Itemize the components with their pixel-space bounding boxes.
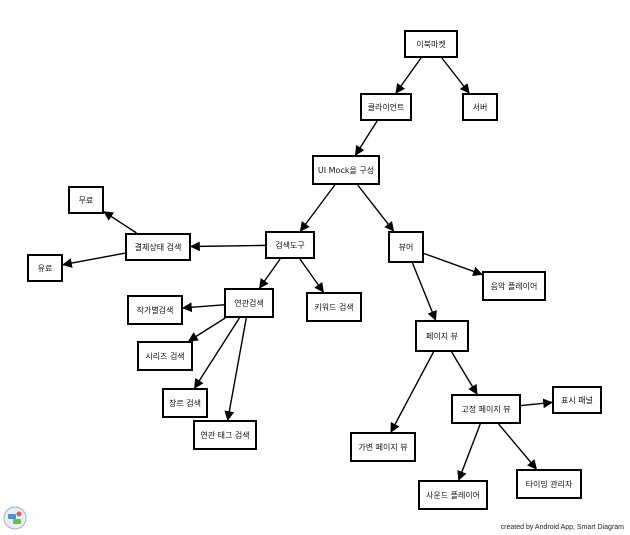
edge-fixed-page-view-to-timing-manager xyxy=(498,423,538,470)
edge-payment-search-to-paid xyxy=(62,252,126,268)
node-payment-search[interactable]: 결제상태 검색 xyxy=(125,233,191,261)
node-client[interactable]: 클라이언트 xyxy=(360,93,412,121)
edges-layer xyxy=(62,57,553,481)
node-free[interactable]: 무료 xyxy=(68,186,104,214)
node-fixed-page-view[interactable]: 고정 페이지 뷰 xyxy=(451,394,521,424)
edge-related-search-to-series-search xyxy=(187,317,226,342)
edge-payment-search-to-free xyxy=(103,211,137,234)
node-series-search[interactable]: 시리즈 검색 xyxy=(137,341,193,371)
edge-fixed-page-view-to-sound-player xyxy=(457,423,481,481)
node-variable-page-view[interactable]: 가변 페이지 뷰 xyxy=(350,432,416,462)
node-display-panel[interactable]: 표시 패널 xyxy=(552,386,602,414)
edge-fixed-page-view-to-display-panel xyxy=(520,398,553,409)
node-timing-manager[interactable]: 타이밍 관리자 xyxy=(516,469,582,499)
footer-credit: created by Android App, Smart Diagram xyxy=(500,524,624,531)
edge-ebook-market-to-server xyxy=(441,57,470,94)
node-sound-player[interactable]: 사운드 플레이어 xyxy=(418,480,488,510)
edge-ui-mockup-to-search-tool xyxy=(299,184,336,232)
node-paid[interactable]: 유료 xyxy=(27,254,63,282)
edge-related-search-to-author-search xyxy=(182,302,225,313)
node-ui-mockup[interactable]: UI Mock을 구성 xyxy=(312,155,380,185)
edge-search-tool-to-keyword-search xyxy=(299,258,324,293)
node-ebook-market[interactable]: 이북마켓 xyxy=(404,30,458,58)
node-music-player[interactable]: 음악 플레이어 xyxy=(482,271,546,301)
edge-search-tool-to-payment-search xyxy=(190,241,266,252)
edge-viewer-to-page-view xyxy=(411,262,437,321)
edge-page-view-to-fixed-page-view xyxy=(451,351,478,395)
node-related-search[interactable]: 연관검색 xyxy=(224,288,274,318)
node-search-tool[interactable]: 검색도구 xyxy=(265,231,315,259)
node-genre-search[interactable]: 장르 검색 xyxy=(162,388,208,418)
node-keyword-search[interactable]: 키워드 검색 xyxy=(306,292,362,322)
app-logo-icon xyxy=(3,506,27,530)
edge-page-view-to-variable-page-view xyxy=(390,351,435,433)
edge-viewer-to-music-player xyxy=(423,252,483,277)
edge-client-to-ui-mockup xyxy=(354,120,378,156)
edge-ui-mockup-to-viewer xyxy=(357,184,395,232)
node-server[interactable]: 서버 xyxy=(462,93,498,121)
edge-related-search-to-genre-search xyxy=(194,317,240,389)
edge-ebook-market-to-client xyxy=(395,57,422,94)
node-page-view[interactable]: 페이지 뷰 xyxy=(415,320,469,352)
node-author-search[interactable]: 작가별검색 xyxy=(127,295,183,325)
node-viewer[interactable]: 뷰어 xyxy=(388,231,424,263)
edge-search-tool-to-related-search xyxy=(259,258,281,289)
node-related-tag-search[interactable]: 연관 태그 검색 xyxy=(193,420,257,450)
edge-related-search-to-related-tag-search xyxy=(224,317,247,421)
